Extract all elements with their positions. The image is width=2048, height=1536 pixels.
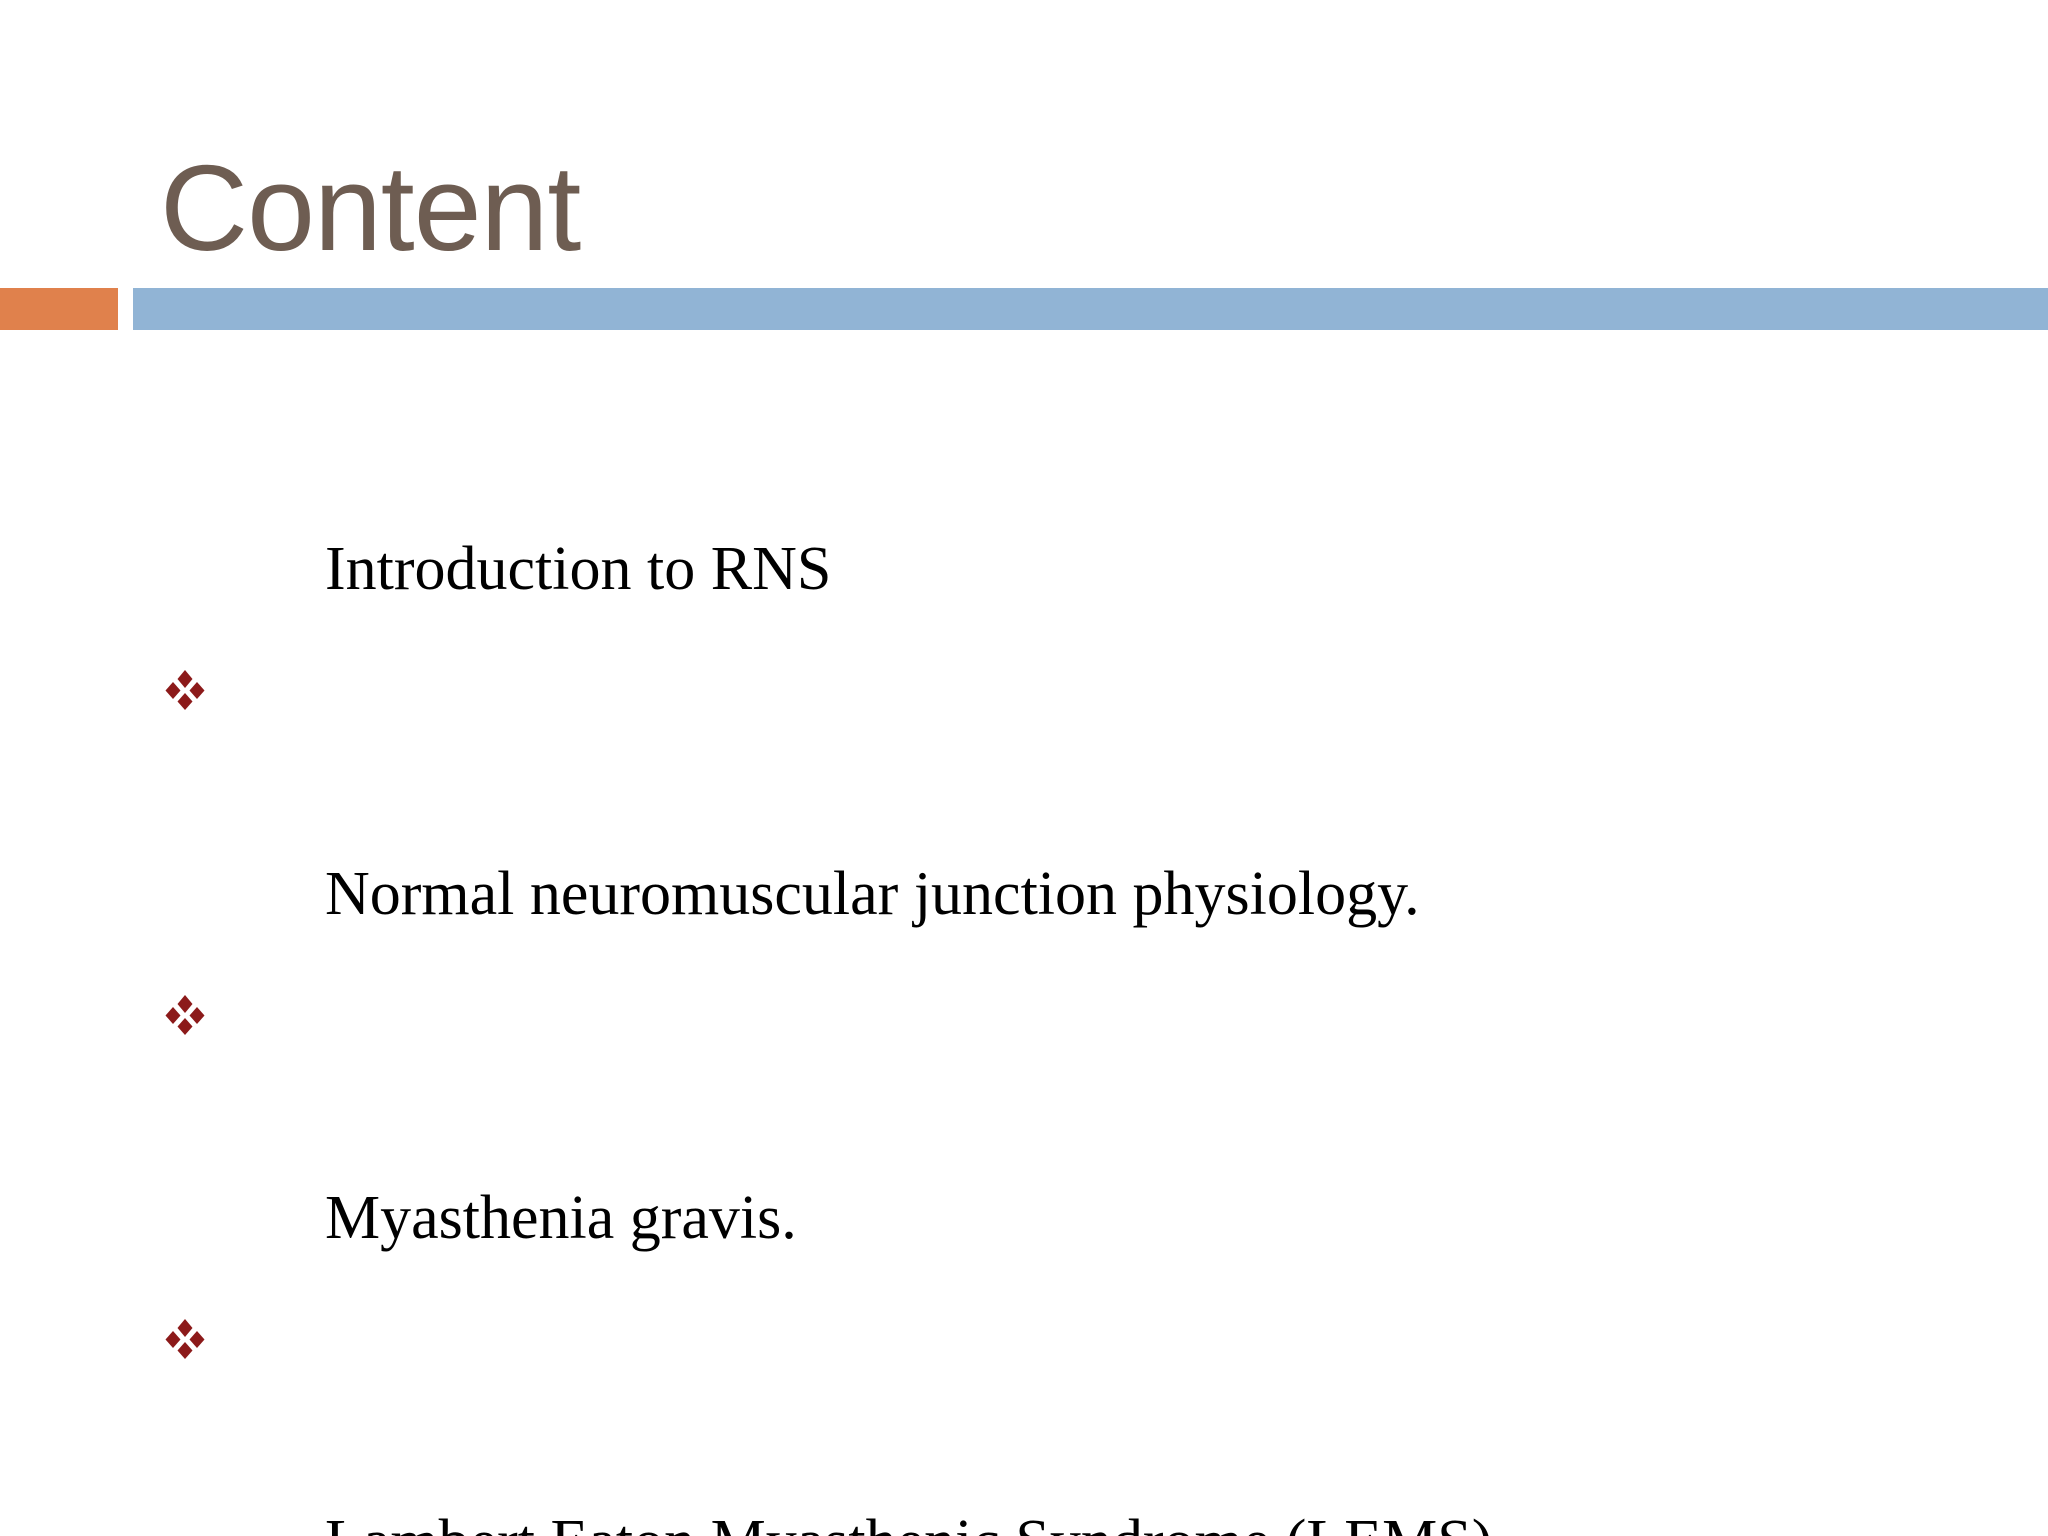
list-item-label: Myasthenia gravis.: [325, 1183, 797, 1252]
list-item: Introduction to RNS: [160, 368, 1960, 711]
list-item-label: Introduction to RNS: [325, 535, 832, 604]
list-item: Myasthenia gravis.: [160, 1017, 1960, 1360]
title-divider: [0, 288, 2048, 330]
content-bullet-list: Introduction to RNS Normal neuromuscular…: [160, 368, 1960, 1536]
four-diamond-bullet-icon: [164, 833, 206, 1035]
divider-accent-bar: [0, 288, 118, 330]
divider-main-bar: [133, 288, 2048, 330]
four-diamond-bullet-icon: [164, 508, 206, 711]
list-item-label: Normal neuromuscular junction physiology…: [325, 859, 1420, 928]
list-item: Lambert Eaton Myasthenic Syndrome (LEMS): [160, 1341, 1960, 1536]
four-diamond-bullet-icon: [164, 1157, 206, 1360]
list-item: Normal neuromuscular junction physiology…: [160, 692, 1960, 1035]
list-item-label: Lambert Eaton Myasthenic Syndrome (LEMS): [325, 1508, 1492, 1536]
four-diamond-bullet-icon: [164, 1481, 206, 1523]
page-title: Content: [160, 139, 581, 276]
